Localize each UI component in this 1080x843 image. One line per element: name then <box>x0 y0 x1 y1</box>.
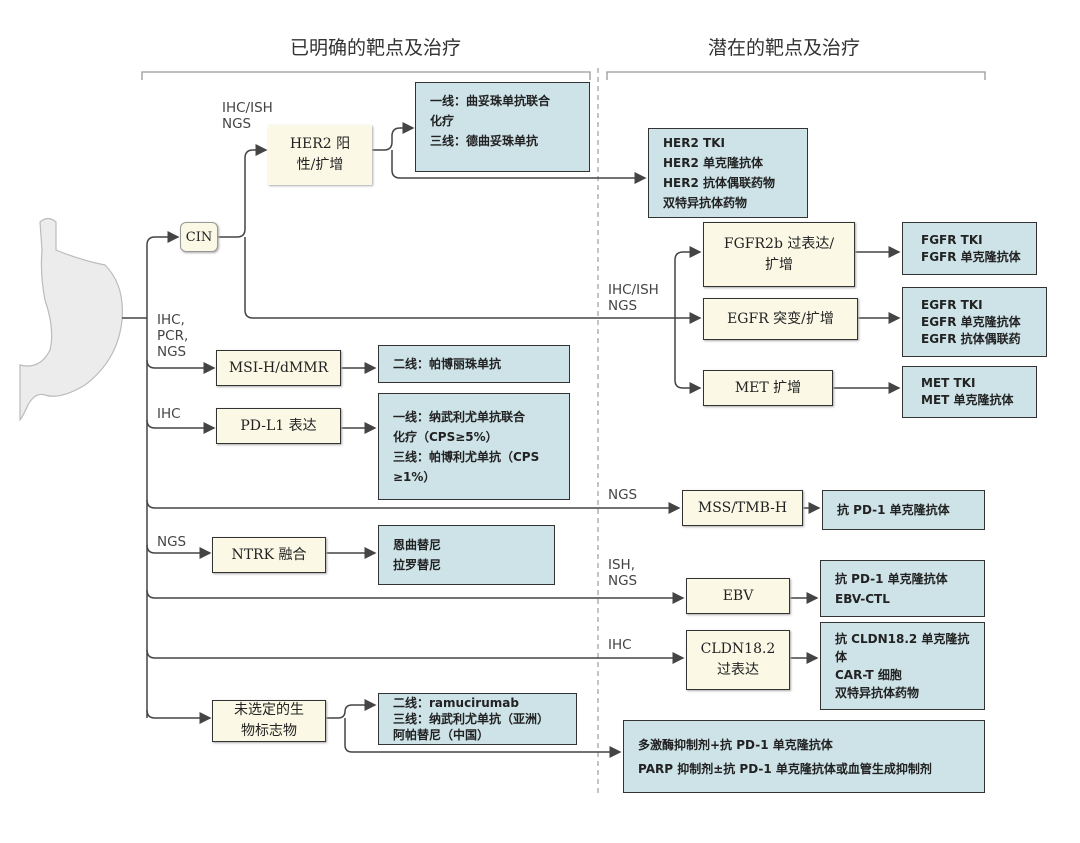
node-msi: MSI-H/dMMR <box>216 350 341 386</box>
header-brackets <box>141 71 986 80</box>
node-met: MET 扩增 <box>703 370 833 406</box>
treatment-msi: 二线：帕博丽珠单抗 <box>378 345 570 383</box>
node-egfr: EGFR 突变/扩增 <box>703 298 858 340</box>
ntrk-test-label: NGS <box>157 534 187 550</box>
node-ntrk: NTRK 融合 <box>212 537 326 573</box>
stomach-icon <box>19 217 123 422</box>
ebv-test-label: ISH,NGS <box>608 557 638 589</box>
pdl1-test-label: IHC <box>157 406 181 422</box>
node-her2: HER2 阳性/扩增 <box>268 125 372 185</box>
treatment-mss: 抗 PD-1 单克隆抗体 <box>822 490 985 530</box>
node-mss: MSS/TMB-H <box>682 490 803 526</box>
node-unselected: 未选定的生物标志物 <box>212 700 326 742</box>
header-known: 已明确的靶点及治疗 <box>290 37 462 59</box>
mss-test-label: NGS <box>608 487 638 503</box>
cldn-test-label: IHC <box>608 637 632 653</box>
treatment-ntrk: 恩曲替尼拉罗替尼 <box>378 525 555 585</box>
treatment-pdl1: 一线：纳武利尤单抗联合化疗（CPS≥5%）三线：帕博利尤单抗（CPS≥1%） <box>378 393 570 500</box>
node-cin: CIN <box>180 222 218 252</box>
node-pdl1: PD-L1 表达 <box>216 408 341 444</box>
node-fgfr: FGFR2b 过表达/扩增 <box>703 222 855 287</box>
treatment-her2-known: 一线：曲妥珠单抗联合化疗三线：德曲妥珠单抗 <box>415 82 590 172</box>
msi-test-label: IHC,PCR,NGS <box>157 312 189 360</box>
node-ebv: EBV <box>686 578 790 614</box>
header-potential: 潜在的靶点及治疗 <box>708 37 861 59</box>
